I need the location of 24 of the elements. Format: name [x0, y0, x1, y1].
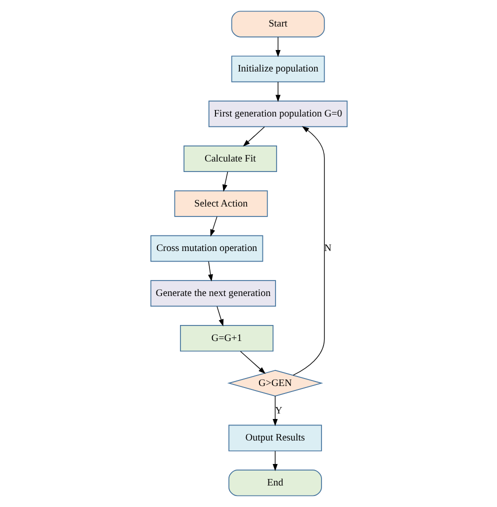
- arrow: [222, 171, 228, 192]
- node-box: Output Results: [228, 424, 322, 452]
- arrow: [275, 82, 280, 102]
- arrow: [240, 350, 266, 374]
- node-box: First generation population G=0: [208, 100, 348, 128]
- node-box: Initialize population: [230, 56, 324, 82]
- arrow: [275, 36, 280, 58]
- arrow: [242, 126, 264, 147]
- node-box: Generate the next generation: [150, 280, 276, 307]
- arrow: [208, 261, 212, 282]
- node-box: End: [228, 470, 322, 496]
- arrow: [210, 216, 217, 237]
- node-diamond: G>GEN: [226, 370, 323, 396]
- node-box: Cross mutation operation: [150, 235, 263, 262]
- arrow: [216, 306, 223, 326]
- edge-label: N: [324, 243, 332, 254]
- edge-label: Y: [274, 405, 282, 416]
- arrow: [272, 450, 278, 472]
- node-box: Select Action: [174, 190, 268, 217]
- node-box: G=G+1: [180, 325, 273, 352]
- arrow: [292, 126, 324, 376]
- node-box: Start: [230, 10, 324, 38]
- arrow: [272, 396, 278, 426]
- node-box: Calculate Fit: [183, 145, 277, 172]
